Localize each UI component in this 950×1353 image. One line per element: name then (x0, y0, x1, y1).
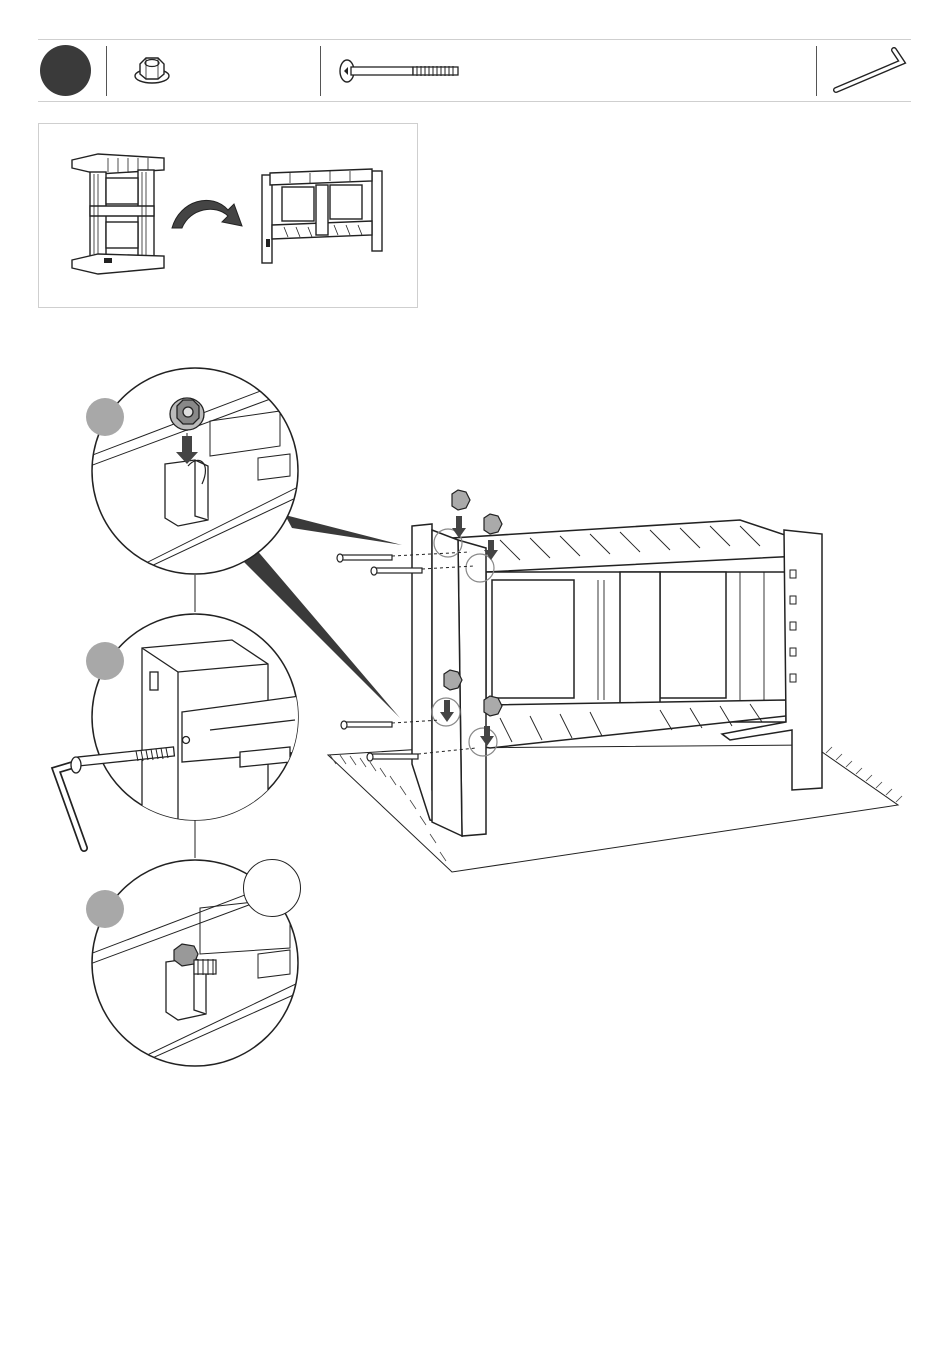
empty-check-circle (243, 859, 301, 917)
detail-badge-1 (86, 398, 124, 436)
detail-nut-insert (90, 366, 300, 576)
detail-badge-2 (86, 642, 124, 680)
allen-key-with-bolt (40, 740, 190, 855)
main-assembly-illustration (320, 480, 920, 880)
detail-badge-3 (86, 890, 124, 928)
